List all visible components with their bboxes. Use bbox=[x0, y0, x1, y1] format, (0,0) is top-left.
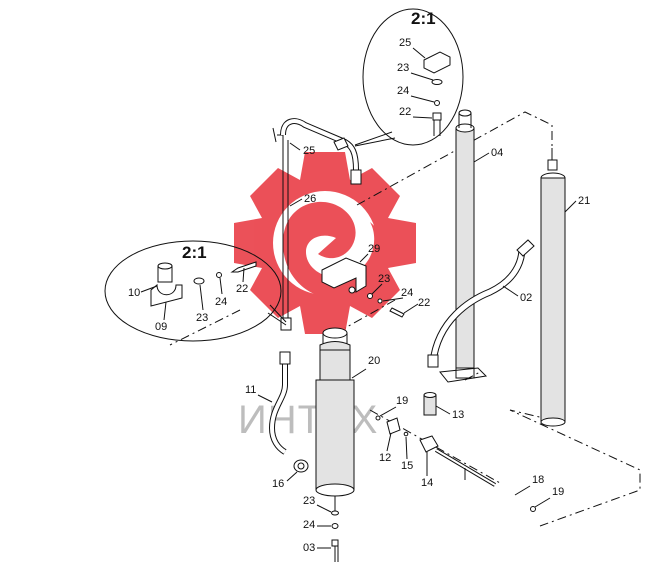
label-21: 21 bbox=[578, 195, 590, 207]
label-23-bottom: 23 bbox=[303, 495, 315, 507]
label-22-right: 22 bbox=[418, 297, 430, 309]
detail-left-label-23: 23 bbox=[196, 312, 208, 324]
callout-labels: 25 26 04 21 29 23 24 22 02 20 11 19 13 1… bbox=[245, 142, 590, 554]
label-29: 29 bbox=[368, 243, 380, 255]
label-26: 26 bbox=[304, 193, 316, 205]
detail-left-label-22: 22 bbox=[236, 283, 248, 295]
detail-top-label-24: 24 bbox=[397, 85, 409, 97]
detail-top-label-25: 25 bbox=[399, 37, 411, 49]
part-02-hose bbox=[427, 239, 535, 368]
label-12: 12 bbox=[379, 452, 391, 464]
detail-left-title: 2:1 bbox=[182, 243, 207, 262]
detail-top-label-22: 22 bbox=[399, 106, 411, 118]
label-15: 15 bbox=[401, 460, 413, 472]
part-11-pipe bbox=[268, 351, 291, 455]
label-14: 14 bbox=[421, 477, 433, 489]
detail-top-label-23: 23 bbox=[397, 62, 409, 74]
label-20: 20 bbox=[368, 355, 380, 367]
valve-assembly bbox=[375, 392, 536, 512]
detail-top-title: 2:1 bbox=[411, 9, 436, 28]
label-24-bottom: 24 bbox=[303, 519, 315, 531]
label-23-right: 23 bbox=[378, 273, 390, 285]
part-26-rod bbox=[272, 118, 362, 331]
label-04: 04 bbox=[491, 147, 503, 159]
label-24-right: 24 bbox=[401, 287, 413, 299]
detail-left-label-10: 10 bbox=[128, 287, 140, 299]
detail-left-label-24: 24 bbox=[215, 296, 227, 308]
detail-left-label-09: 09 bbox=[155, 321, 167, 333]
part-29-bracket bbox=[321, 257, 405, 318]
detail-left: 2:1 10 09 24 23 22 bbox=[104, 240, 287, 342]
label-16: 16 bbox=[272, 478, 284, 490]
part-21-column bbox=[540, 148, 566, 427]
part-04-column bbox=[439, 109, 488, 383]
label-25: 25 bbox=[303, 145, 315, 157]
label-18: 18 bbox=[532, 474, 544, 486]
part-20-cylinder bbox=[315, 327, 355, 497]
label-02: 02 bbox=[520, 292, 532, 304]
part-16-fitting bbox=[293, 459, 309, 473]
label-03: 03 bbox=[303, 542, 315, 554]
watermark-text: ИНТЕХ bbox=[238, 398, 378, 442]
label-19-upper: 19 bbox=[396, 395, 408, 407]
detail-top: 2:1 25 23 24 22 bbox=[354, 8, 464, 147]
label-11: 11 bbox=[245, 384, 256, 396]
watermark-logo bbox=[234, 152, 416, 334]
bottom-fasteners bbox=[331, 496, 339, 562]
label-13: 13 bbox=[452, 409, 464, 421]
label-19-lower: 19 bbox=[552, 486, 564, 498]
